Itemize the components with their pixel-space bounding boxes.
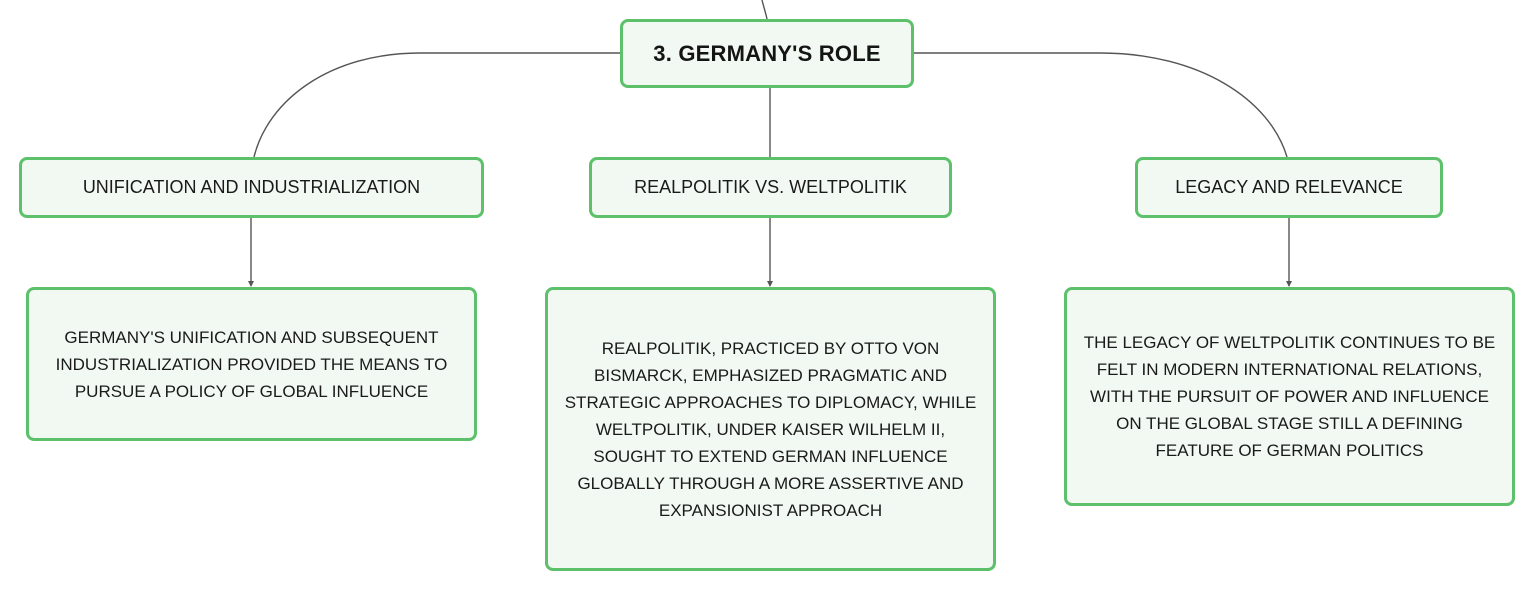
root-node[interactable]: 3. GERMANY'S ROLE <box>620 19 914 88</box>
topic-node-label: REALPOLITIK VS. WELTPOLITIK <box>634 177 907 197</box>
detail-node-text: THE LEGACY OF WELTPOLITIK CONTINUES TO B… <box>1083 333 1496 460</box>
detail-node-realpolitik[interactable]: REALPOLITIK, PRACTICED BY OTTO VON BISMA… <box>545 287 996 571</box>
topic-node-label: UNIFICATION AND INDUSTRIALIZATION <box>82 177 421 197</box>
topic-node-legacy[interactable]: LEGACY AND RELEVANCE <box>1135 157 1443 218</box>
detail-node-text: GERMANY'S UNIFICATION AND SUBSEQUENT IND… <box>55 327 448 401</box>
topic-node-label: LEGACY AND RELEVANCE <box>1175 177 1403 197</box>
detail-node-legacy[interactable]: THE LEGACY OF WELTPOLITIK CONTINUES TO B… <box>1064 287 1515 506</box>
detail-node-text: REALPOLITIK, PRACTICED BY OTTO VON BISMA… <box>564 338 977 520</box>
root-node-label: 3. GERMANY'S ROLE <box>653 40 881 66</box>
incoming-connector <box>761 0 768 20</box>
topic-node-unification[interactable]: UNIFICATION AND INDUSTRIALIZATION <box>19 157 484 218</box>
detail-node-unification[interactable]: GERMANY'S UNIFICATION AND SUBSEQUENT IND… <box>26 287 477 441</box>
topic-node-realpolitik[interactable]: REALPOLITIK VS. WELTPOLITIK <box>589 157 952 218</box>
connector-root-to-topic-3 <box>914 52 1288 158</box>
connector-root-to-topic-1 <box>253 52 620 158</box>
